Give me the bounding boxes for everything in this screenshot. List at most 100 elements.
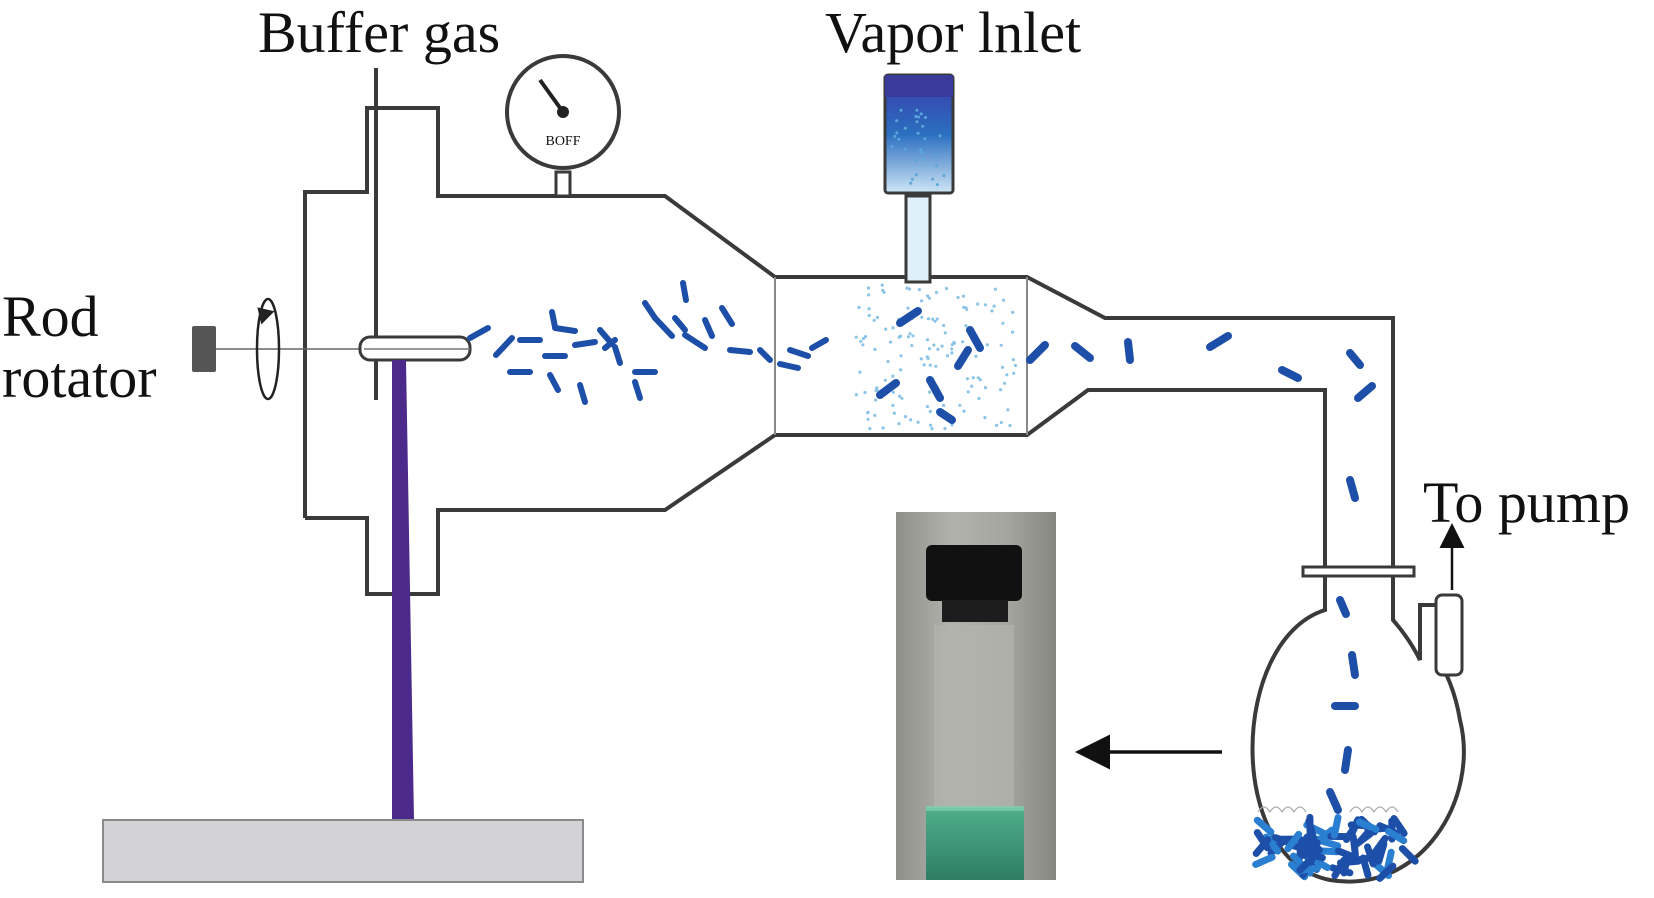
vapor-dot	[903, 126, 907, 130]
vapor-dot	[999, 420, 1003, 425]
vapor-dot	[880, 283, 884, 287]
vapor-dot	[961, 294, 966, 298]
vapor-dot	[993, 287, 998, 291]
collected-nanoparticle	[1340, 851, 1352, 877]
vapor-dot	[1003, 381, 1007, 385]
vapor-dot	[938, 134, 942, 138]
collected-nanoparticle	[1330, 814, 1342, 839]
nanoparticle	[954, 346, 972, 370]
collection-flask	[1250, 565, 1466, 884]
collected-nanoparticle	[1296, 854, 1317, 874]
vapor-dot	[927, 390, 932, 394]
vapor-dot	[926, 294, 930, 298]
vapor-dot	[916, 131, 920, 135]
nanoparticle	[1336, 596, 1350, 618]
nanoparticle	[777, 361, 801, 371]
rotate-arrow-icon	[255, 297, 281, 401]
vapor-dot	[928, 409, 932, 414]
nanoparticle	[572, 339, 598, 348]
nanoparticle	[642, 300, 658, 321]
vapor-dot	[891, 390, 896, 394]
collected-nanoparticle	[1355, 818, 1380, 833]
vapor-dot	[929, 423, 933, 427]
nanoparticle	[702, 317, 715, 339]
nanoparticle	[1071, 342, 1094, 362]
vapor-dot	[921, 124, 925, 128]
vapor-dot	[872, 318, 876, 322]
vapor-dot	[943, 331, 947, 335]
vapor-dot	[935, 164, 939, 168]
vapor-dot	[983, 303, 988, 307]
vapor-dot	[962, 305, 966, 309]
vapor-dot	[952, 340, 956, 344]
vapor-dot	[999, 388, 1003, 392]
vapor-dot	[888, 340, 893, 344]
collected-nanoparticle	[1390, 815, 1408, 837]
nanoparticle	[652, 315, 675, 339]
vapor-dot	[917, 115, 920, 119]
vapor-dot	[927, 296, 931, 300]
nanoparticle	[1278, 366, 1302, 382]
vapor-dot	[945, 354, 950, 358]
vapor-dot	[906, 335, 911, 339]
vapor-dot	[983, 416, 987, 420]
vapor-dot	[1011, 310, 1015, 314]
rod-label: Rod	[2, 284, 99, 349]
collected-nanoparticle	[1253, 816, 1275, 836]
vapor-dot	[892, 411, 897, 415]
vapor-dot	[932, 343, 936, 347]
vapor-dot	[854, 393, 859, 397]
vapor-inlet-bottle	[883, 73, 955, 284]
vapor-dot	[864, 335, 868, 339]
vapor-dot	[891, 374, 895, 378]
collected-nanoparticle	[1252, 853, 1276, 868]
vapor-dot	[923, 137, 927, 141]
nanoparticle	[876, 379, 900, 399]
vapor-dot	[919, 148, 922, 151]
vapor-dot	[971, 376, 975, 380]
vapor-dot	[990, 309, 994, 313]
vapor-dot	[886, 359, 890, 364]
vapor-dot	[933, 319, 937, 323]
vapor-dot	[970, 384, 974, 388]
vapor-dot	[958, 403, 962, 407]
vapor-dot	[873, 413, 877, 417]
vapor-dot	[899, 108, 903, 112]
vapor-dot	[925, 338, 930, 342]
vapor-dot	[867, 307, 871, 311]
target-rod	[205, 335, 472, 362]
vapor-dot	[868, 427, 872, 431]
vapor-cloud	[854, 108, 1018, 431]
rotator-label: rotator	[2, 345, 157, 410]
nanoparticle	[1326, 788, 1342, 814]
vapor-dot	[924, 116, 927, 119]
vapor-dot	[983, 386, 988, 390]
nanoparticle	[1346, 476, 1359, 502]
vapor-dot	[909, 418, 913, 422]
product-vial-photo	[896, 512, 1056, 880]
vapor-dot	[962, 409, 966, 413]
vapor-dot	[931, 317, 935, 321]
vapor-dot	[875, 386, 879, 390]
vapor-dot	[928, 363, 932, 367]
nanoparticle	[787, 347, 811, 359]
vapor-dot	[925, 405, 930, 409]
nanoparticle	[1206, 332, 1232, 351]
vapor-dot	[1001, 298, 1006, 302]
vapor-dot	[977, 396, 981, 401]
vapor-dot	[966, 390, 970, 394]
vapor-dot	[935, 183, 939, 187]
vapor-dot	[881, 426, 885, 430]
vapor-dot	[895, 119, 899, 123]
vapor-dot	[861, 336, 866, 341]
vapor-dot	[1011, 358, 1015, 362]
nanoparticle	[680, 280, 689, 303]
vapor-dot	[976, 302, 980, 306]
vapor-dot	[867, 293, 871, 297]
vapor-dot	[893, 134, 897, 138]
vapor-dot	[974, 354, 978, 358]
vapor-dot	[903, 415, 908, 419]
vapor-dot	[942, 174, 946, 178]
buffer-gas-label: Buffer gas	[258, 0, 500, 65]
